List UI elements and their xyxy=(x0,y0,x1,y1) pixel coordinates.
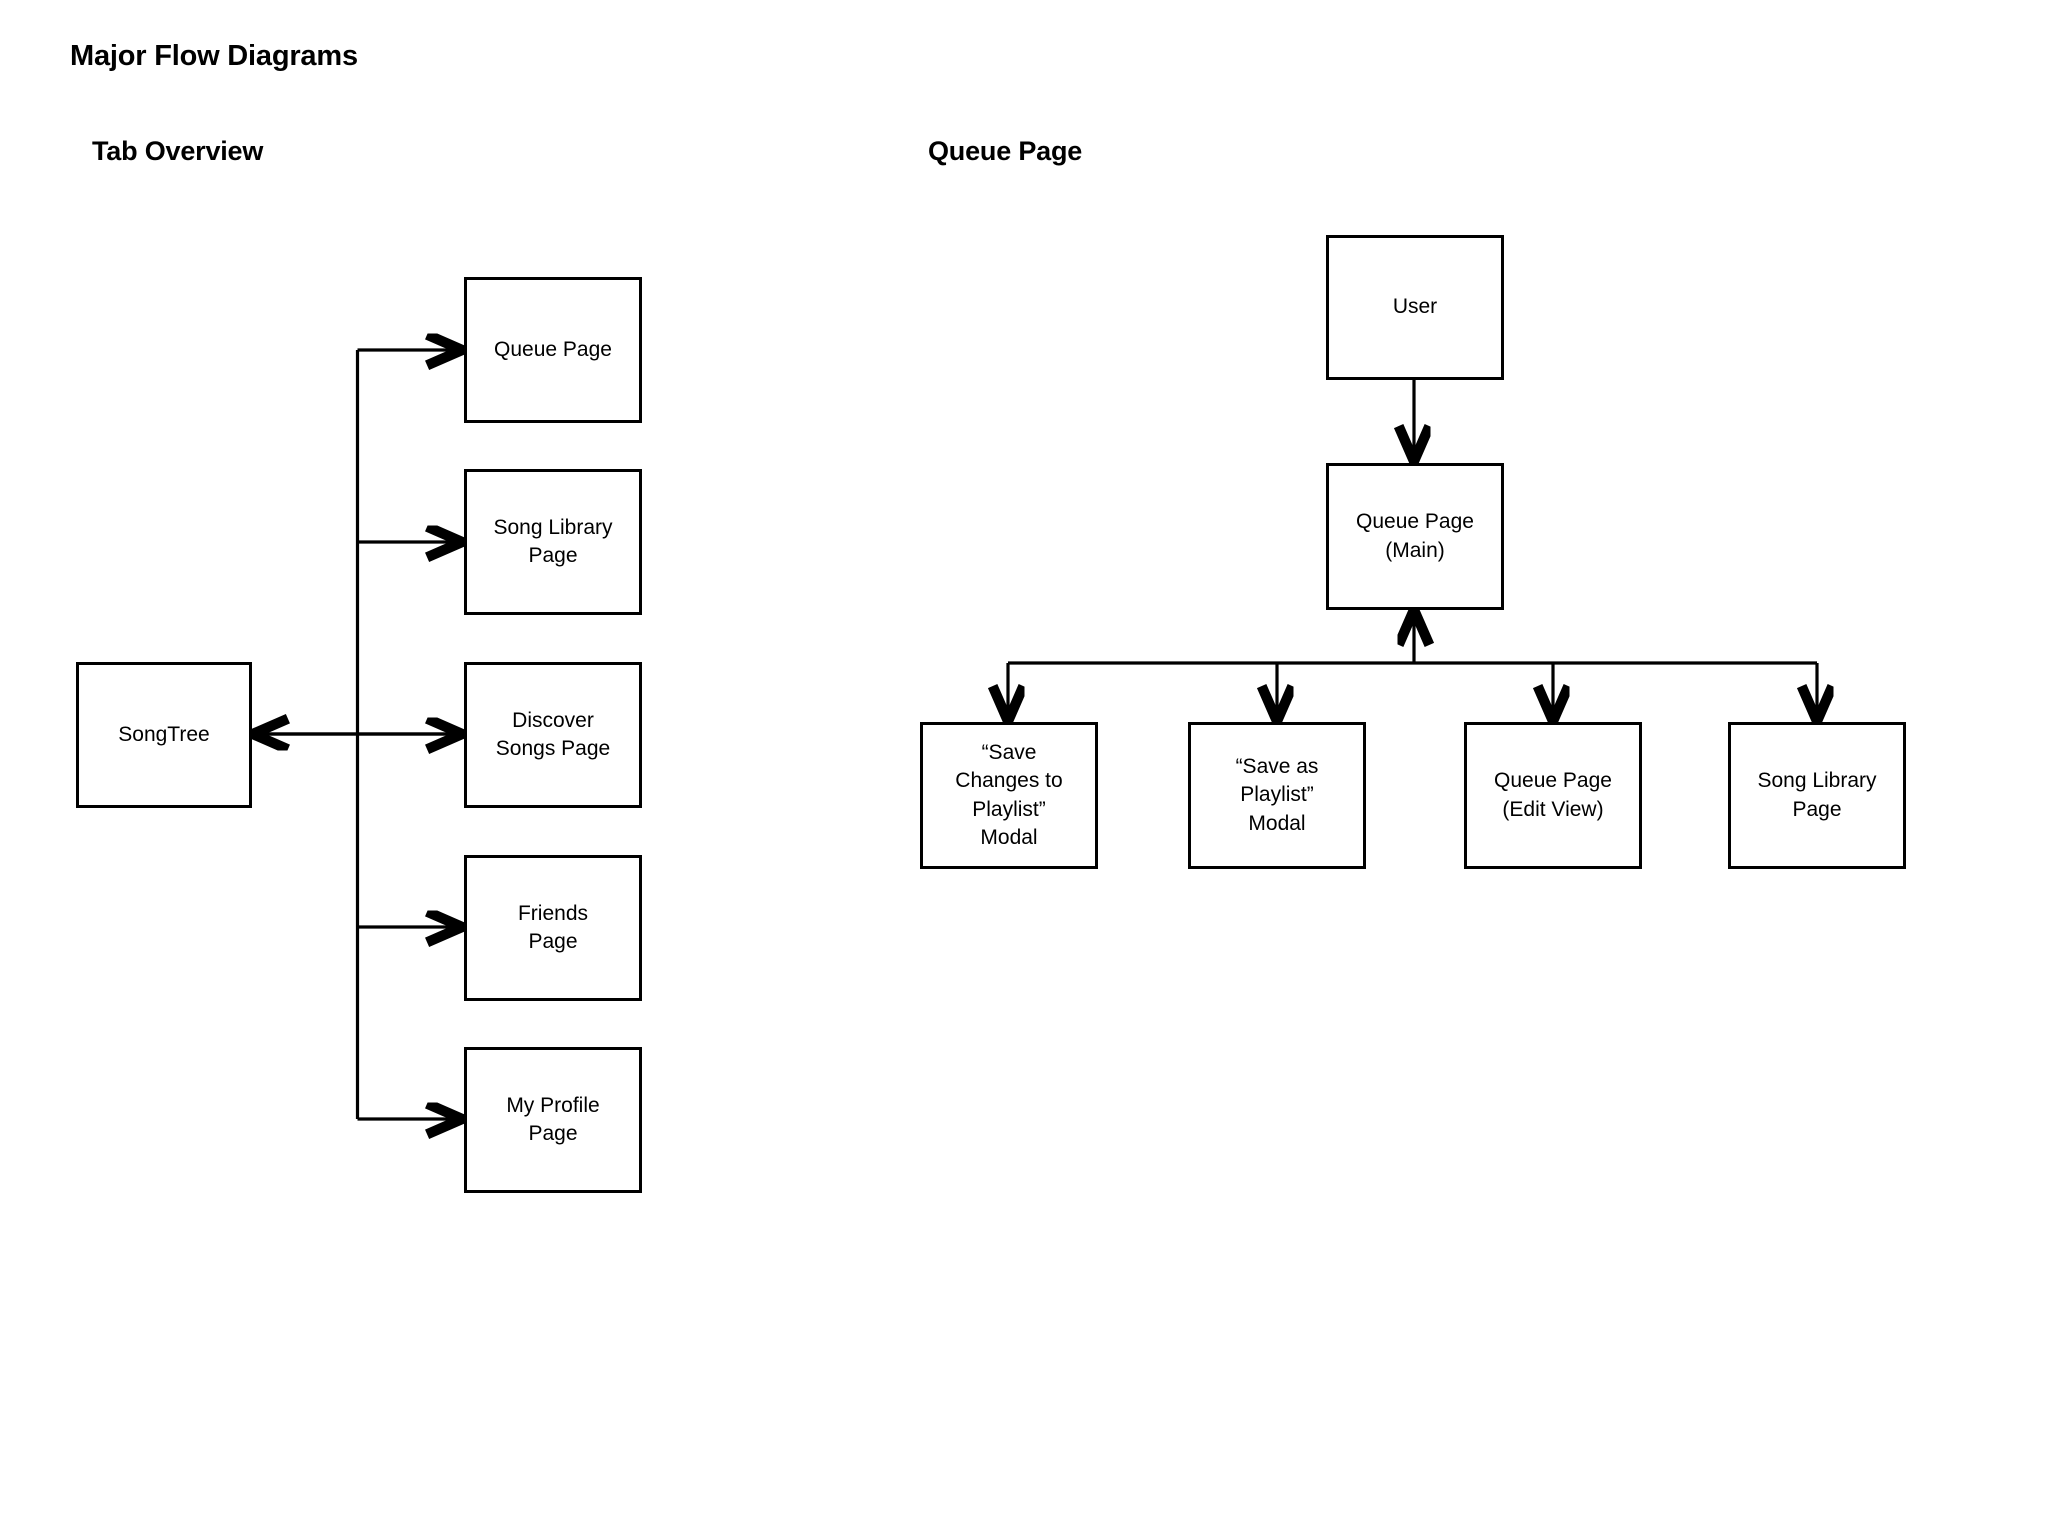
node-discover-songs-page[interactable]: Discover Songs Page xyxy=(464,662,642,808)
node-user[interactable]: User xyxy=(1326,235,1504,380)
node-my-profile-page[interactable]: My Profile Page xyxy=(464,1047,642,1193)
node-save-as-playlist-modal[interactable]: “Save as Playlist” Modal xyxy=(1188,722,1366,869)
section-title-queue-page: Queue Page xyxy=(928,136,1083,166)
node-songtree[interactable]: SongTree xyxy=(76,662,252,808)
node-save-changes-to-playlist-modal[interactable]: “Save Changes to Playlist” Modal xyxy=(920,722,1098,869)
node-song-library-page-right[interactable]: Song Library Page xyxy=(1728,722,1906,869)
section-title-tab-overview: Tab Overview xyxy=(92,136,264,166)
page-title: Major Flow Diagrams xyxy=(70,40,358,72)
node-queue-page[interactable]: Queue Page xyxy=(464,277,642,423)
node-friends-page[interactable]: Friends Page xyxy=(464,855,642,1001)
node-queue-page-main[interactable]: Queue Page (Main) xyxy=(1326,463,1504,610)
node-queue-page-edit-view[interactable]: Queue Page (Edit View) xyxy=(1464,722,1642,869)
node-song-library-page[interactable]: Song Library Page xyxy=(464,469,642,615)
